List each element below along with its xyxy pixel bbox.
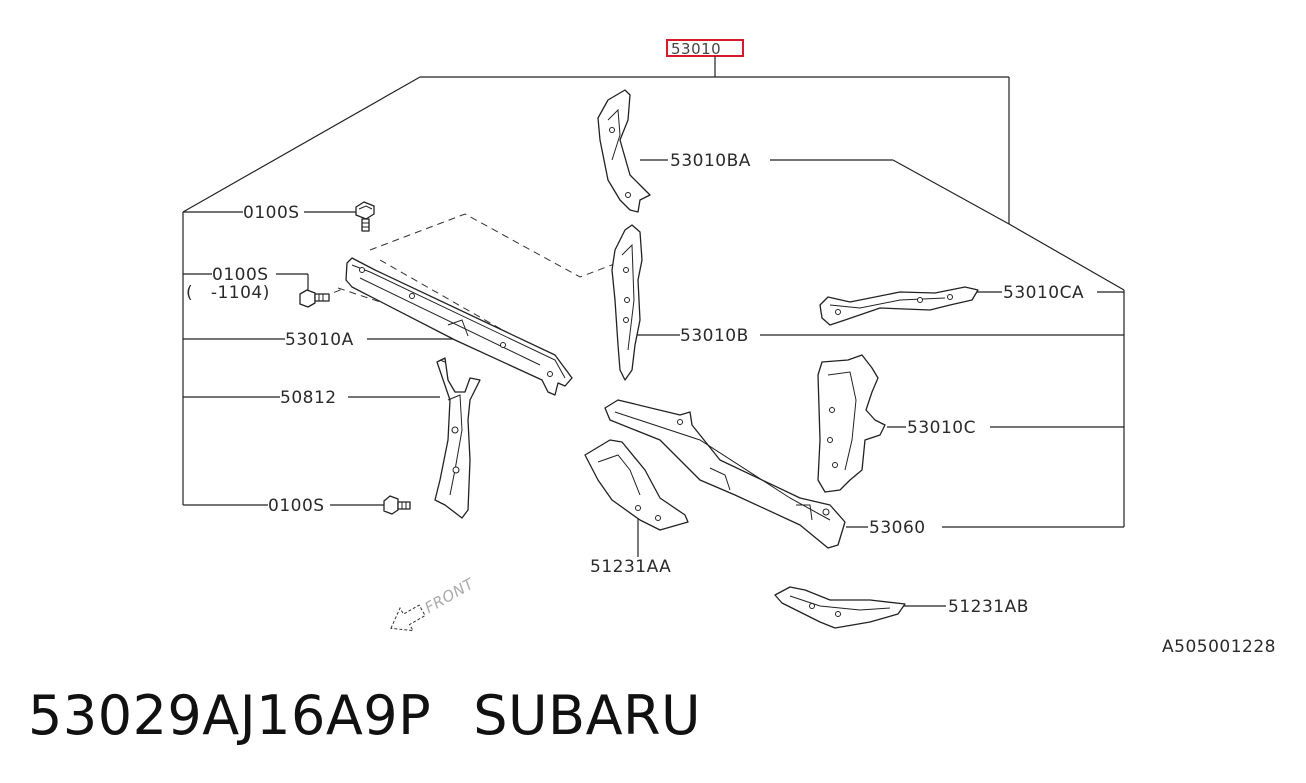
stay-center-50812[interactable] [434, 357, 481, 519]
bracket-53010c[interactable] [817, 354, 886, 493]
caption-part-number: 53029AJ16A9P [28, 684, 432, 747]
assembly-label-53010[interactable]: 53010 [666, 39, 744, 58]
label-bracket-ba[interactable]: 53010BA [670, 151, 751, 171]
leader-lines [182, 56, 1125, 607]
caption-brand: SUBARU [473, 684, 702, 747]
label-support-aa[interactable]: 51231AA [590, 557, 671, 577]
label-support-ab[interactable]: 51231AB [948, 597, 1029, 617]
caption: 53029AJ16A9P SUBARU [28, 684, 701, 747]
label-bracket-c[interactable]: 53010C [907, 418, 976, 438]
label-bracket-ca[interactable]: 53010CA [1003, 283, 1084, 303]
bracket-53010b[interactable] [611, 224, 643, 381]
bolt-bottom-icon[interactable] [383, 495, 411, 515]
bracket-53010ba[interactable] [597, 89, 651, 213]
front-arrow-text: FRONT [422, 574, 479, 617]
bracket-53010ca[interactable] [819, 286, 979, 326]
label-crossmember-lower[interactable]: 53060 [869, 518, 926, 538]
label-bolt-top[interactable]: 0100S [243, 203, 300, 223]
support-51231ab[interactable] [774, 586, 906, 629]
label-bolt-mid-note: ( -1104) [186, 283, 270, 303]
bolt-top-icon[interactable] [355, 201, 375, 232]
drawing-id: A505001228 [1162, 637, 1276, 657]
label-bolt-bottom[interactable]: 0100S [268, 496, 325, 516]
assembly-label-text: 53010 [671, 40, 721, 58]
bolt-mid-icon[interactable] [299, 289, 330, 308]
front-arrow-icon: FRONT [390, 574, 479, 632]
support-51231aa[interactable] [584, 439, 689, 531]
label-bolt-mid[interactable]: 0100S [212, 265, 269, 285]
label-stay-center[interactable]: 50812 [280, 388, 337, 408]
label-crossmember-upper[interactable]: 53010A [285, 330, 354, 350]
crossmember-lower-53060[interactable] [604, 399, 846, 549]
label-bracket-b[interactable]: 53010B [680, 326, 749, 346]
crossmember-upper-53010a[interactable] [345, 257, 573, 396]
